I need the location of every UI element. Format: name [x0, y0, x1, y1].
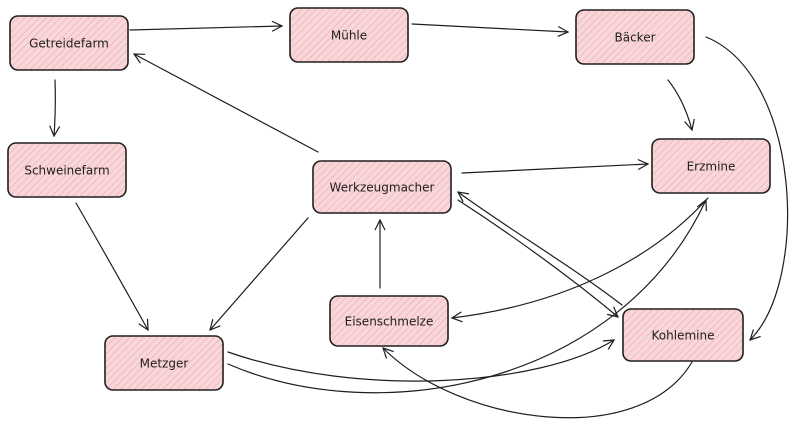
node-label-eisenschmelze: Eisenschmelze: [345, 315, 434, 329]
node-hatch: [10, 16, 128, 70]
node-muehle: Mühle: [289, 7, 409, 63]
node-hatch: [576, 10, 694, 64]
edge-kohlemine-to-eisenschmelze: [383, 348, 693, 419]
edge-kohlemine-to-werkzeugmacher: [458, 192, 623, 306]
edge-erzmine-to-eisenschmelze: [452, 197, 709, 318]
node-kohlemine: Kohlemine: [622, 308, 744, 362]
edge-schweinefarm-to-metzger: [75, 202, 148, 330]
edge-metzger-to-erzmine: [227, 340, 614, 382]
node-hatch: [8, 143, 126, 197]
edge-werkzeugmacher-to-metzger: [210, 217, 309, 330]
node-metzger: Metzger: [104, 335, 224, 391]
node-label-metzger: Metzger: [140, 357, 189, 371]
node-label-getreidefarm: Getreidefarm: [29, 37, 109, 51]
node-eisenschmelze: Eisenschmelze: [329, 295, 449, 347]
edge-getreidefarm-to-muehle: [129, 26, 282, 30]
node-label-baecker: Bäcker: [614, 31, 655, 45]
node-hatch: [105, 336, 223, 390]
node-hatch: [330, 296, 448, 346]
edge-werkzeugmacher-to-getreidefarm: [134, 54, 319, 153]
edge-baecker-to-erzmine: [667, 79, 692, 130]
edge-layer: [54, 23, 789, 419]
edge-muehle-to-baecker: [411, 23, 568, 32]
node-getreidefarm: Getreidefarm: [9, 15, 129, 71]
node-label-schweinefarm: Schweinefarm: [24, 164, 109, 178]
edge-metzger-to-kohlemine: [227, 200, 706, 394]
node-hatch: [623, 309, 743, 361]
node-label-muehle: Mühle: [331, 29, 367, 43]
edge-getreidefarm-to-schweinefarm: [54, 79, 55, 136]
edge-werkzeugmacher-to-kohlemine: [457, 199, 618, 317]
node-baecker: Bäcker: [575, 9, 695, 65]
node-layer: Getreidefarm Mühle BäckerSchweinefarmWerkz…: [7, 7, 771, 391]
edge-baecker-to-kohlemine: [705, 36, 789, 340]
node-hatch: [652, 139, 770, 193]
node-werkzeugmacher: Werkzeugmacher: [312, 160, 452, 214]
node-hatch: [290, 8, 408, 62]
node-label-erzmine: Erzmine: [687, 160, 736, 174]
edge-werkzeugmacher-to-erzmine: [461, 164, 648, 174]
node-label-kohlemine: Kohlemine: [652, 329, 715, 343]
node-erzmine: Erzmine: [651, 138, 771, 194]
node-schweinefarm: Schweinefarm: [7, 142, 127, 198]
node-hatch: [313, 161, 451, 213]
node-label-werkzeugmacher: Werkzeugmacher: [330, 181, 435, 195]
